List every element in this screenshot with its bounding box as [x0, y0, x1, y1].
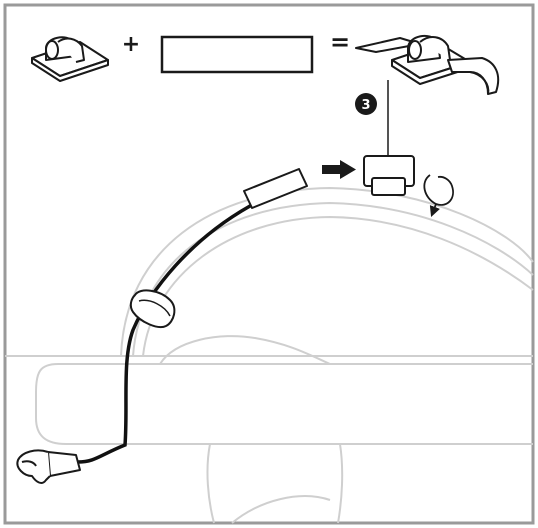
clip-with-strip-icon [355, 34, 500, 95]
push-arrow-icon [322, 160, 356, 179]
clip-placement-outline [363, 155, 415, 196]
earcup-lower-left [206, 443, 215, 524]
diagram-frame [3, 3, 535, 525]
headphone-arm [35, 363, 533, 445]
headphone-outline [5, 186, 534, 524]
headband-inner-arc [132, 201, 534, 357]
step-badge: 3 [355, 93, 377, 115]
cable-clip-icon [31, 36, 109, 82]
cable-plug [16, 449, 81, 484]
cable-holder-clip [129, 289, 176, 328]
step-number: 3 [361, 98, 370, 113]
headband-outer-arc [120, 186, 534, 357]
cable-sleeve [243, 168, 308, 209]
earcup-bottom-arc [231, 495, 331, 524]
adhesive-strip-icon [160, 35, 314, 74]
headband-inner-arc-2 [142, 215, 534, 357]
plus-sign: + [122, 32, 140, 57]
audio-cable [76, 204, 252, 464]
rotate-arrow-icon [423, 174, 454, 218]
equals-sign: = [330, 28, 350, 56]
earcup-lower-right [337, 443, 344, 524]
earcup-outline [159, 335, 331, 365]
